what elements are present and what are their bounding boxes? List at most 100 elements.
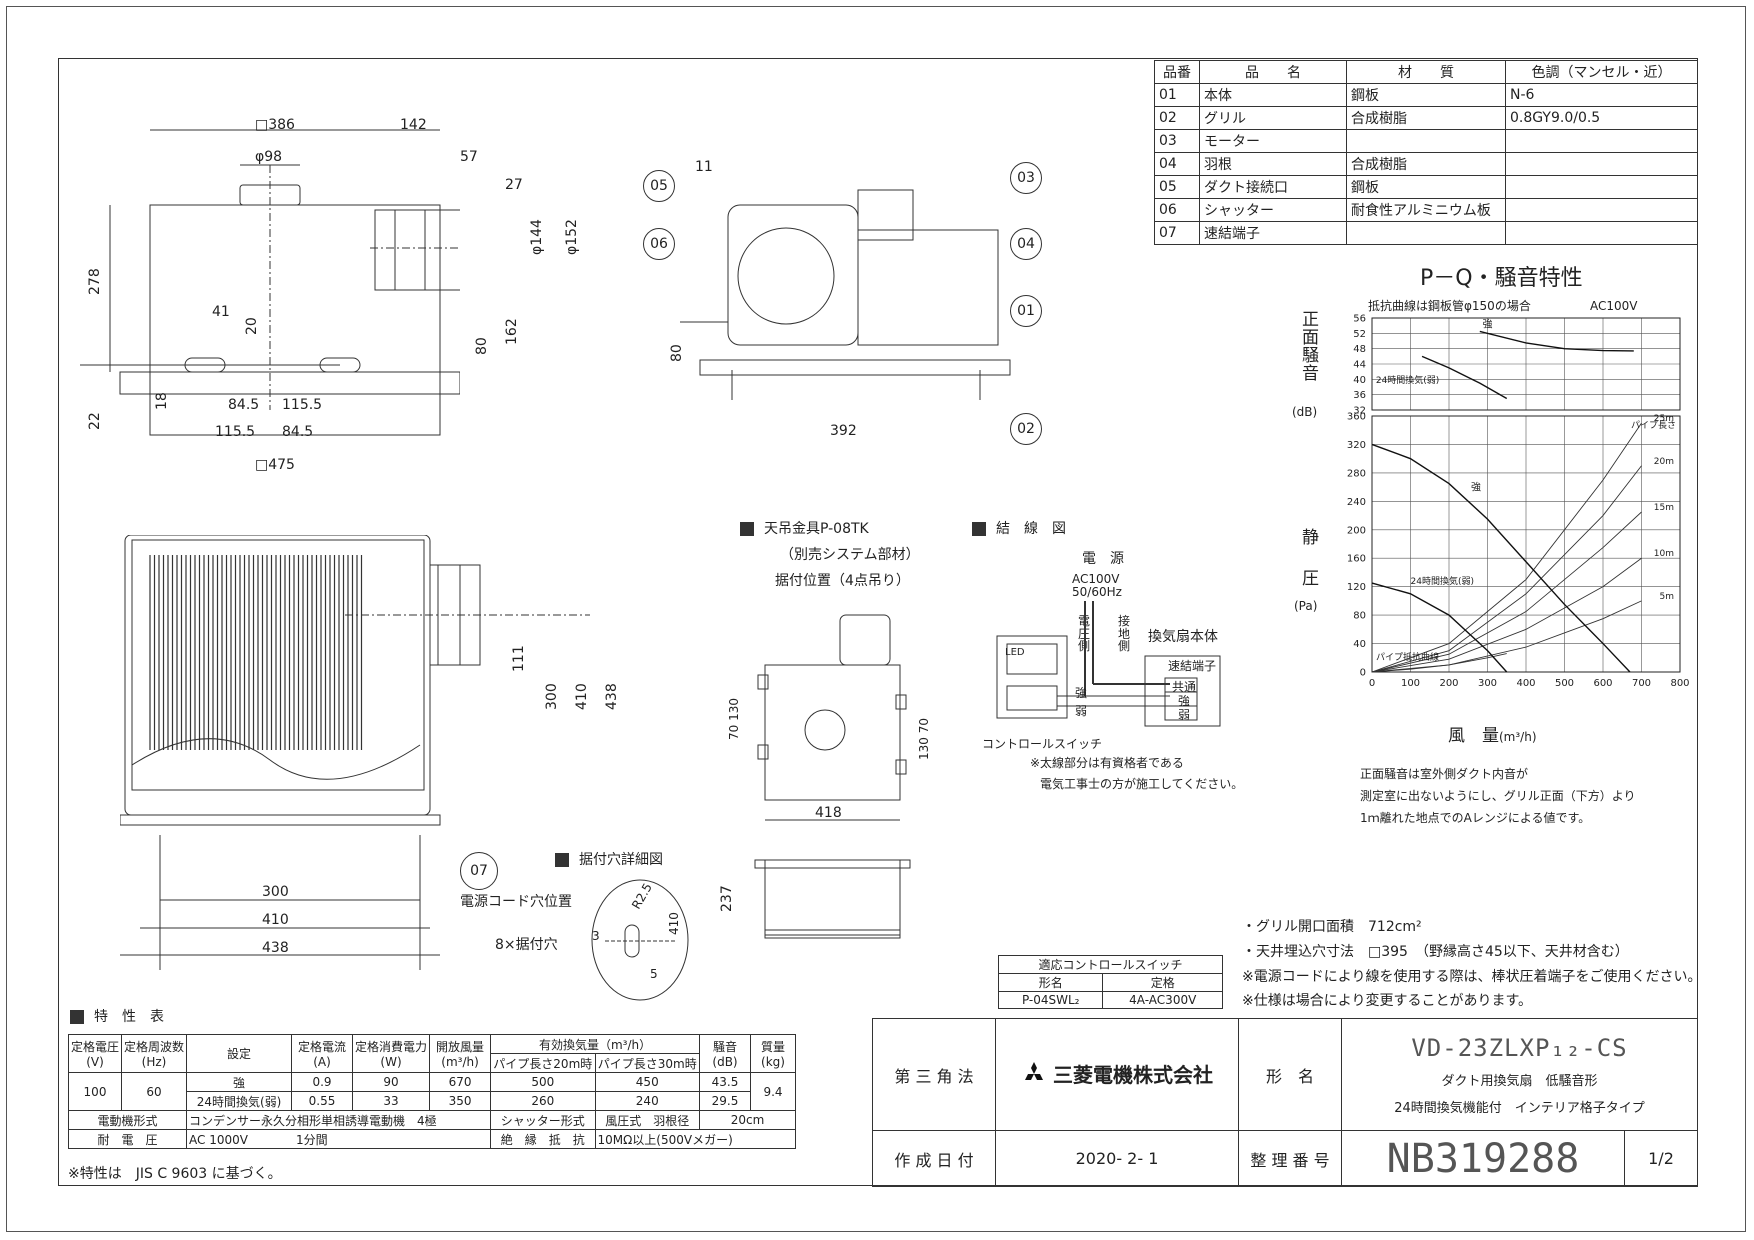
dim-278: 278	[87, 268, 103, 295]
callout-03: 03	[1010, 162, 1042, 194]
part-color	[1505, 175, 1698, 199]
dim-392: 392	[830, 423, 857, 439]
pressure-tick-label: 80	[1353, 611, 1366, 622]
x-tick-label: 700	[1632, 678, 1651, 689]
part-material: 合成樹脂	[1346, 152, 1506, 176]
x-tick-label: 500	[1555, 678, 1574, 689]
hanger-title: 天吊金具P-08TK	[740, 522, 869, 536]
pressure-axis-unit: (Pa)	[1294, 599, 1318, 613]
resistance-curve	[1371, 653, 1507, 673]
hanger-title-text: 天吊金具P-08TK	[764, 521, 869, 537]
dim-475: □475	[255, 457, 295, 473]
part-no: 04	[1154, 152, 1200, 176]
spec-motor-value: コンデンサー永久分相形単相誘導電動機 4極	[186, 1110, 492, 1130]
pressure-tick-label: 40	[1353, 639, 1366, 650]
spec-table-title: 特 性 表	[70, 1010, 164, 1024]
part-material: 鋼板	[1346, 175, 1506, 199]
spec-noise: 29.5	[699, 1091, 751, 1111]
callout-04: 04	[1010, 228, 1042, 260]
spec-eff20: 260	[490, 1091, 596, 1111]
callout-07: 07	[460, 852, 498, 890]
spec-voltage: 100	[67, 1072, 123, 1111]
pipe-mark-label: 15m	[1654, 503, 1674, 513]
spec-h-open-air-unit: (m³/h)	[441, 1055, 479, 1069]
spec-h-current: 定格電流(A)	[291, 1034, 354, 1073]
x-tick-label: 200	[1439, 678, 1458, 689]
x-tick-label: 0	[1369, 678, 1375, 689]
dim-phi98: φ98	[255, 149, 283, 165]
noise-tick-label: 56	[1353, 314, 1366, 325]
pipe-resistance-label: パイプ抵抗曲線	[1376, 651, 1439, 663]
spec-h-current-unit: (A)	[313, 1055, 331, 1069]
side-view-drawing	[680, 189, 1011, 400]
callout-01: 01	[1010, 295, 1042, 327]
part-name: ダクト接続口	[1199, 175, 1347, 199]
dim-hole-5: 5	[650, 967, 658, 981]
pressure-tick-label: 360	[1347, 412, 1366, 423]
part-name: 本体	[1199, 83, 1347, 107]
pipe-mark-label: 10m	[1654, 549, 1674, 559]
spec-h-eff30: パイプ長さ30m時	[594, 1053, 701, 1073]
pressure-axis-label: 静 圧	[1302, 528, 1336, 589]
part-no: 03	[1154, 129, 1200, 153]
part-color	[1505, 152, 1698, 176]
serial-label: 整 理 番 号	[1238, 1130, 1342, 1187]
spec-blade-value: 20cm	[699, 1110, 796, 1130]
wiring-sw-strong: 強	[1075, 686, 1088, 700]
dim-27: 27	[505, 177, 523, 193]
model-label: 形 名	[1238, 1018, 1342, 1131]
date-value: 2020- 2- 1	[995, 1130, 1239, 1187]
resistance-curve	[1371, 557, 1642, 673]
dim-phi144: φ144	[529, 219, 545, 255]
spec-h-freq: 定格周波数(Hz)	[121, 1034, 188, 1073]
dim-438h: 438	[262, 940, 289, 956]
spec-withstand-value: AC 1000V 1分間	[186, 1129, 492, 1149]
dim-130-70-right: 130 70	[917, 718, 931, 760]
x-axis-label: 風 量(m³/h)	[1448, 728, 1537, 745]
projection-label: 第 三 角 法	[872, 1018, 996, 1131]
parts-header-row: 品番 品 名 材 質 色調（マンセル・近）	[1154, 60, 1698, 84]
spec-h-mass-text: 質量	[760, 1040, 785, 1054]
spec-current: 0.9	[291, 1072, 354, 1092]
noise-tick-label: 52	[1353, 329, 1366, 340]
spec-mass: 9.4	[750, 1072, 796, 1111]
chart-note-voltage: AC100V	[1590, 299, 1638, 313]
noise-tick-label: 36	[1353, 390, 1366, 401]
hole-detail-title: 据付穴詳細図	[555, 853, 663, 867]
dim-phi152: φ152	[564, 219, 580, 255]
parts-header-color: 色調（マンセル・近）	[1505, 60, 1698, 84]
dim-410h: 410	[262, 912, 289, 928]
hanger-line3: 据付位置（4点吊り）	[775, 573, 910, 589]
spec-table-title-text: 特 性 表	[94, 1009, 164, 1025]
spec-h-current-text: 定格電流	[298, 1040, 347, 1054]
part-no: 02	[1154, 106, 1200, 130]
spec-table: 定格電圧(V) 定格周波数(Hz) 設定 定格電流(A) 定格消費電力(W) 開…	[67, 1034, 797, 1149]
pressure-tick-label: 280	[1347, 468, 1366, 479]
spec-h-power-unit: (W)	[380, 1055, 402, 1069]
title-block: 第 三 角 法 三菱電機株式会社 形 名 VD-23ZLXP₁₂-CS ダクト用…	[872, 1018, 1698, 1187]
dim-84-5-b: 84.5	[282, 424, 314, 440]
part-no: 06	[1154, 198, 1200, 222]
dim-22: 22	[87, 412, 103, 430]
spec-h-noise-unit: (dB)	[712, 1055, 738, 1069]
spec-h-open-air-text: 開放風量	[436, 1040, 485, 1054]
callout-05: 05	[643, 170, 675, 202]
spec-eff30: 240	[594, 1091, 701, 1111]
spec-h-open-air: 開放風量(m³/h)	[429, 1034, 492, 1073]
series-line	[1371, 443, 1631, 673]
spec-current: 0.55	[291, 1091, 354, 1111]
x-tick-label: 800	[1670, 678, 1689, 689]
part-name: グリル	[1199, 106, 1347, 130]
spec-freq: 60	[121, 1072, 188, 1111]
pq-strong-label: 強	[1471, 481, 1481, 494]
company-name: 三菱電機株式会社	[1053, 1062, 1213, 1087]
wiring-weak: 弱	[1178, 708, 1191, 722]
model-cell: VD-23ZLXP₁₂-CS ダクト用換気扇 低騒音形 24時間換気機能付 イン…	[1341, 1018, 1698, 1131]
spec-insulation-label: 絶 縁 抵 抗	[490, 1129, 596, 1149]
x-tick-label: 400	[1516, 678, 1535, 689]
chart-note-line2: 測定室に出ないようにし、グリル正面（下方）より	[1360, 789, 1636, 803]
spec-h-mass-unit: (kg)	[761, 1055, 785, 1069]
